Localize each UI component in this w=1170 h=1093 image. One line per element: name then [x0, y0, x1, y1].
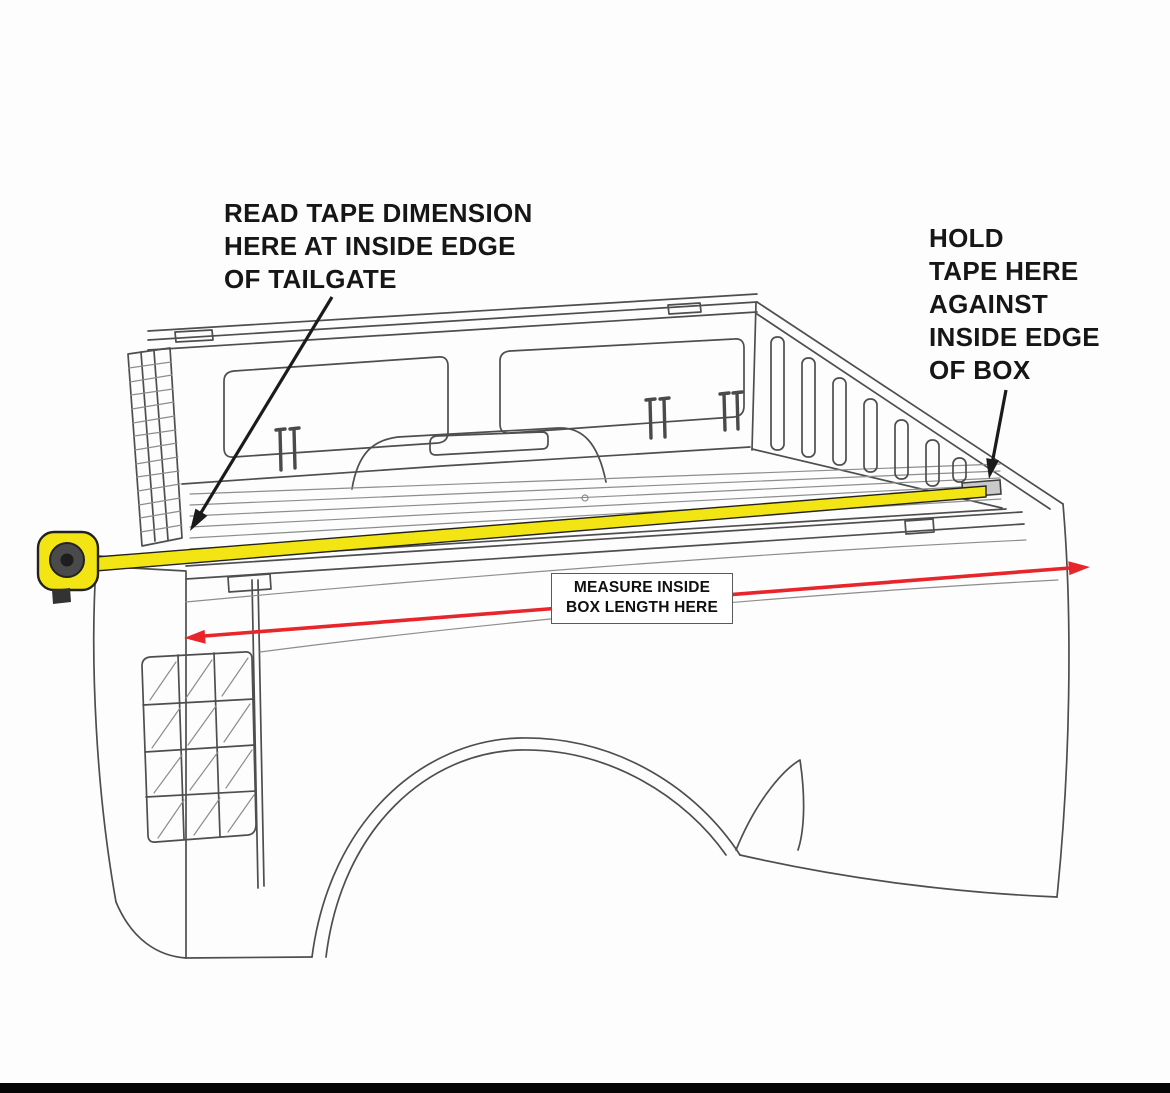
measurement-arrow-head-left — [184, 629, 206, 644]
annotation-hold-tape-line4: INSIDE EDGE — [929, 322, 1100, 352]
annotation-hold-tape: HOLD TAPE HERE AGAINST INSIDE EDGE OF BO… — [929, 222, 1100, 387]
measure-inside-label: MEASURE INSIDE BOX LENGTH HERE — [551, 573, 733, 624]
wheel-arch — [311, 737, 741, 958]
leader-arrow-right — [986, 389, 1008, 479]
leader-arrow-right-head — [986, 458, 999, 479]
tape-measure-blade — [95, 485, 987, 572]
leader-arrow-left-head — [190, 508, 208, 531]
measurement-arrow-head-right — [1068, 561, 1090, 576]
tail-light-hatch — [149, 657, 255, 839]
annotation-read-tape-line2: HERE AT INSIDE EDGE — [224, 231, 516, 261]
annotation-read-tape-line1: READ TAPE DIMENSION — [224, 198, 533, 228]
truck-bed-outline — [92, 293, 1070, 959]
tape-measure — [36, 485, 987, 604]
annotation-hold-tape-line3: AGAINST — [929, 289, 1049, 319]
tail-light — [141, 651, 257, 843]
tie-down-bars — [274, 390, 744, 472]
measure-inside-label-line1: MEASURE INSIDE — [573, 579, 711, 596]
bottom-black-bar — [0, 1083, 1170, 1093]
measure-inside-label-line2: BOX LENGTH HERE — [566, 599, 718, 616]
tape-measure-clip — [52, 588, 71, 604]
annotation-read-tape-line3: OF TAILGATE — [224, 264, 397, 294]
leader-arrow-left — [190, 296, 334, 531]
leader-arrow-left-line — [197, 296, 334, 517]
annotation-hold-tape-line2: TAPE HERE — [929, 256, 1079, 286]
left-rail-mesh-hatch — [128, 361, 183, 533]
annotation-hold-tape-line5: OF BOX — [929, 355, 1031, 385]
annotation-hold-tape-line1: HOLD — [929, 223, 1004, 253]
tape-measure-hub-center — [60, 553, 74, 567]
leader-arrow-right-line — [991, 389, 1008, 462]
annotation-read-tape: READ TAPE DIMENSION HERE AT INSIDE EDGE … — [224, 197, 533, 296]
side-rail-slats — [770, 336, 967, 487]
